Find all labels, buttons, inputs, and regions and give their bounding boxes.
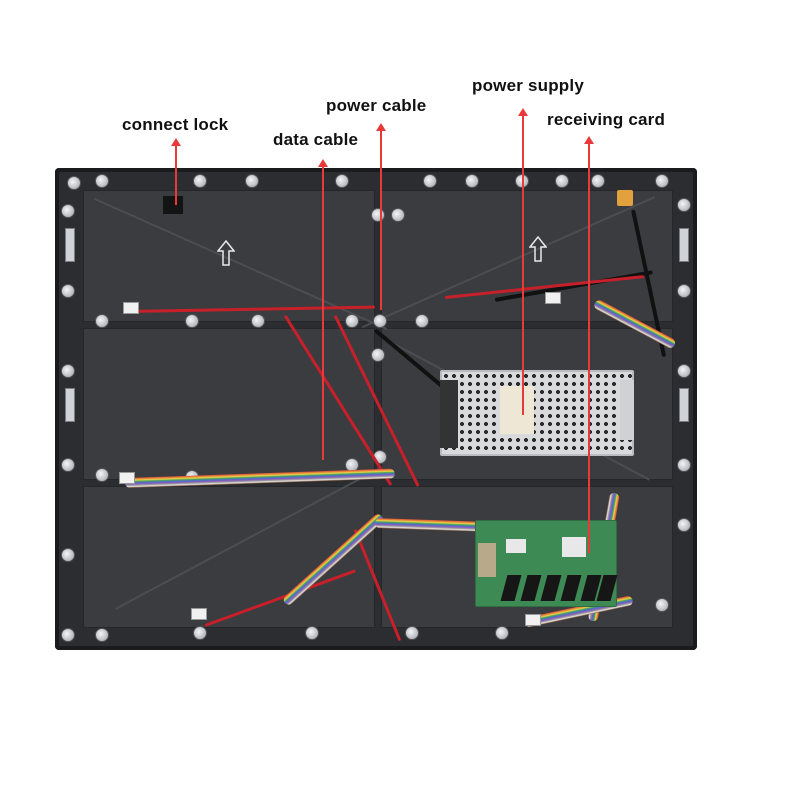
connector [545,292,561,304]
bolt [405,626,419,640]
bolt [95,314,109,328]
label-power-supply: power supply [472,76,584,95]
bolt [677,458,691,472]
side-handle [65,228,75,262]
hub-connector [560,575,582,601]
side-handle [679,228,689,262]
bolt [61,458,75,472]
bolt [245,174,259,188]
power-input-plug [617,190,633,206]
pointer-receiving-card [584,136,594,553]
hub-connector [500,575,522,601]
connect-lock [163,196,183,214]
bolt [193,174,207,188]
bolt [95,628,109,642]
chip [562,537,586,557]
bolt [305,626,319,640]
bolt [61,284,75,298]
hub-connector [520,575,542,601]
bolt [677,364,691,378]
psu-terminal-block [440,380,458,448]
bolt [335,174,349,188]
bolt [371,208,385,222]
receiving-card-pcb [475,520,618,607]
bolt [677,518,691,532]
bolt [373,314,387,328]
module-bay [83,328,375,480]
side-handle [679,388,689,422]
bolt [61,364,75,378]
bolt [61,628,75,642]
connector [191,608,207,620]
side-handle [65,388,75,422]
psu-label-sticker [500,386,534,434]
bolt [371,348,385,362]
pointer-power-supply [518,108,528,415]
label-connect-lock: connect lock [122,115,229,134]
connector [123,302,139,314]
bolt [423,174,437,188]
bolt [465,174,479,188]
up-arrow-icon [217,240,235,266]
bolt [61,548,75,562]
bolt [655,598,669,612]
psu-output-terminals [620,380,634,440]
bolt [95,468,109,482]
label-receiving-card: receiving card [547,110,666,129]
bolt [655,174,669,188]
bolt [391,208,405,222]
pointer-connect-lock [171,138,181,205]
hub-connector [540,575,562,601]
chip [506,539,526,553]
label-data-cable: data cable [273,130,359,149]
pointer-data-cable [318,159,328,460]
bolt [193,626,207,640]
bolt [677,198,691,212]
power-supply-unit [440,370,634,456]
module-bay [83,486,375,628]
pointer-power-cable [376,123,386,310]
ethernet-port [478,543,496,577]
label-power-cable: power cable [326,96,427,115]
bolt [67,176,81,190]
bolt [185,314,199,328]
bolt [61,204,75,218]
up-arrow-icon [529,236,547,262]
bolt [415,314,429,328]
bolt [495,626,509,640]
bolt [251,314,265,328]
bolt [95,174,109,188]
bolt [345,314,359,328]
bolt [555,174,569,188]
connector [525,614,541,626]
bolt [591,174,605,188]
connector [119,472,135,484]
bolt [677,284,691,298]
module-bay [381,190,673,322]
